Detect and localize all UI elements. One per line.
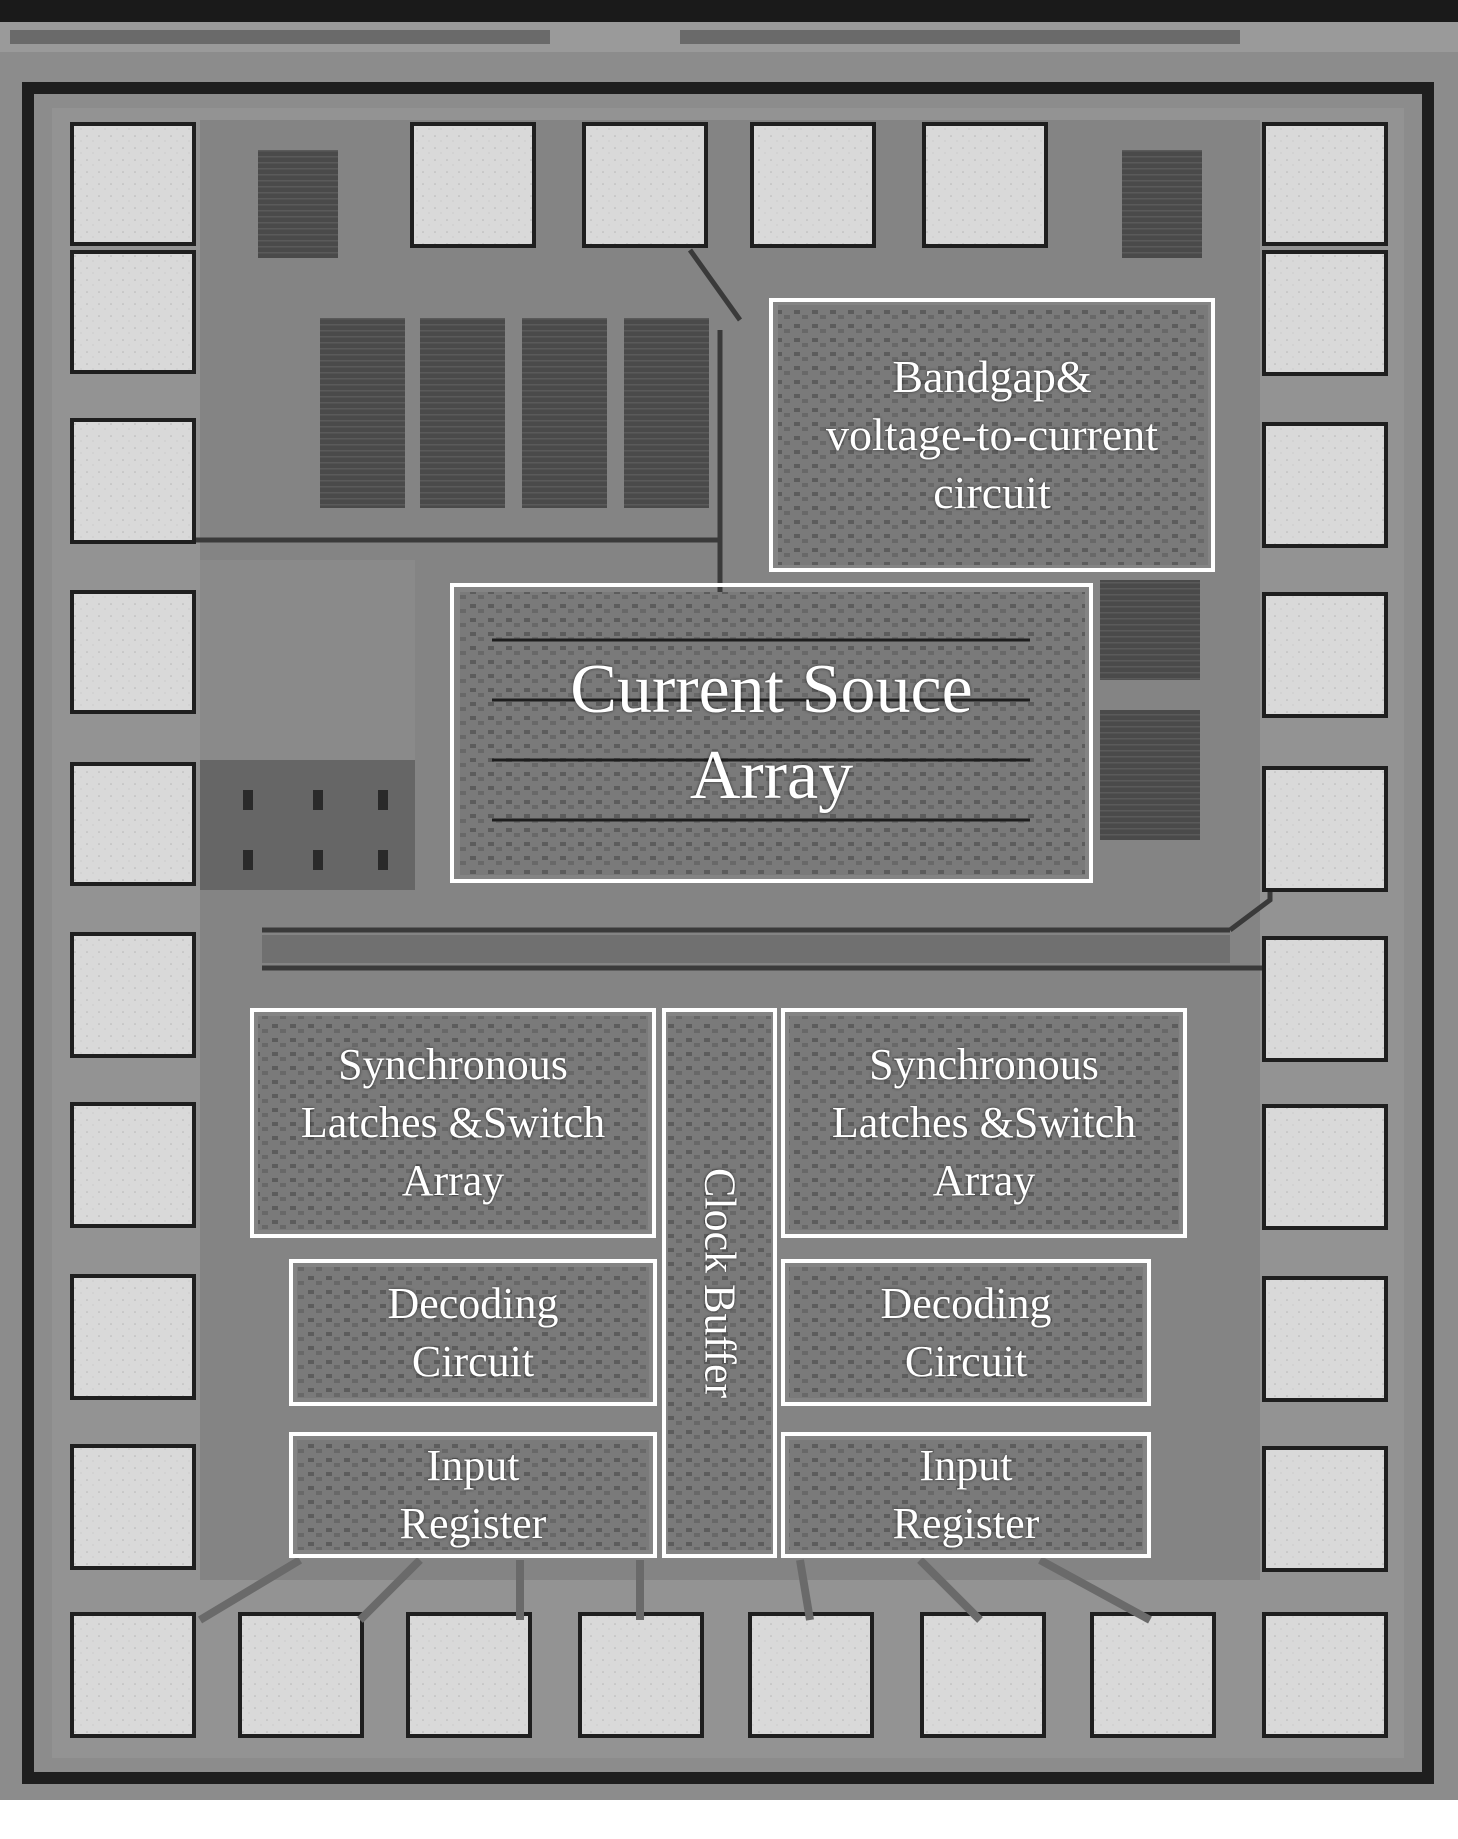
sync-left-label-line3: Array: [401, 1156, 505, 1205]
sync-left-label-line2: Latches &Switch: [300, 1098, 606, 1147]
decoding-right-label-line2: Circuit: [904, 1336, 1028, 1386]
sync-right-label-line3: Array: [932, 1156, 1036, 1205]
bandgap-block: Bandgap& voltage-to-current circuit: [769, 298, 1215, 572]
sync-right-label-line2: Latches &Switch: [831, 1098, 1137, 1147]
decoding-right-block: Decoding Circuit: [781, 1259, 1151, 1406]
decoding-right-label-line1: Decoding: [880, 1278, 1052, 1328]
register-left-label-line2: Register: [399, 1499, 547, 1548]
decoding-left-block: Decoding Circuit: [289, 1259, 657, 1406]
register-right-label-line1: Input: [919, 1441, 1013, 1490]
current-source-array-block: Current Souce Array: [450, 583, 1093, 883]
input-register-right-block: Input Register: [781, 1432, 1151, 1558]
current-source-label-line2: Array: [689, 737, 854, 814]
bandgap-label-line3: circuit: [933, 467, 1051, 518]
clock-buffer-block: Clock Buffer: [662, 1008, 777, 1558]
bandgap-label-line1: Bandgap&: [892, 351, 1092, 402]
decoding-left-label-line1: Decoding: [387, 1278, 559, 1328]
clock-buffer-label: Clock Buffer: [695, 1167, 745, 1399]
sync-latches-right-block: Synchronous Latches &Switch Array: [781, 1008, 1187, 1238]
sync-left-label-line1: Synchronous: [338, 1040, 568, 1089]
chip-micrograph: [0, 0, 1458, 1800]
input-register-left-block: Input Register: [289, 1432, 657, 1558]
bandgap-label-line2: voltage-to-current: [825, 409, 1159, 460]
decoding-left-label-line2: Circuit: [411, 1336, 535, 1386]
sync-right-label-line1: Synchronous: [869, 1040, 1099, 1089]
register-right-label-line2: Register: [892, 1499, 1040, 1548]
register-left-label-line1: Input: [426, 1441, 520, 1490]
sync-latches-left-block: Synchronous Latches &Switch Array: [250, 1008, 656, 1238]
current-source-label-line1: Current Souce: [570, 651, 973, 728]
